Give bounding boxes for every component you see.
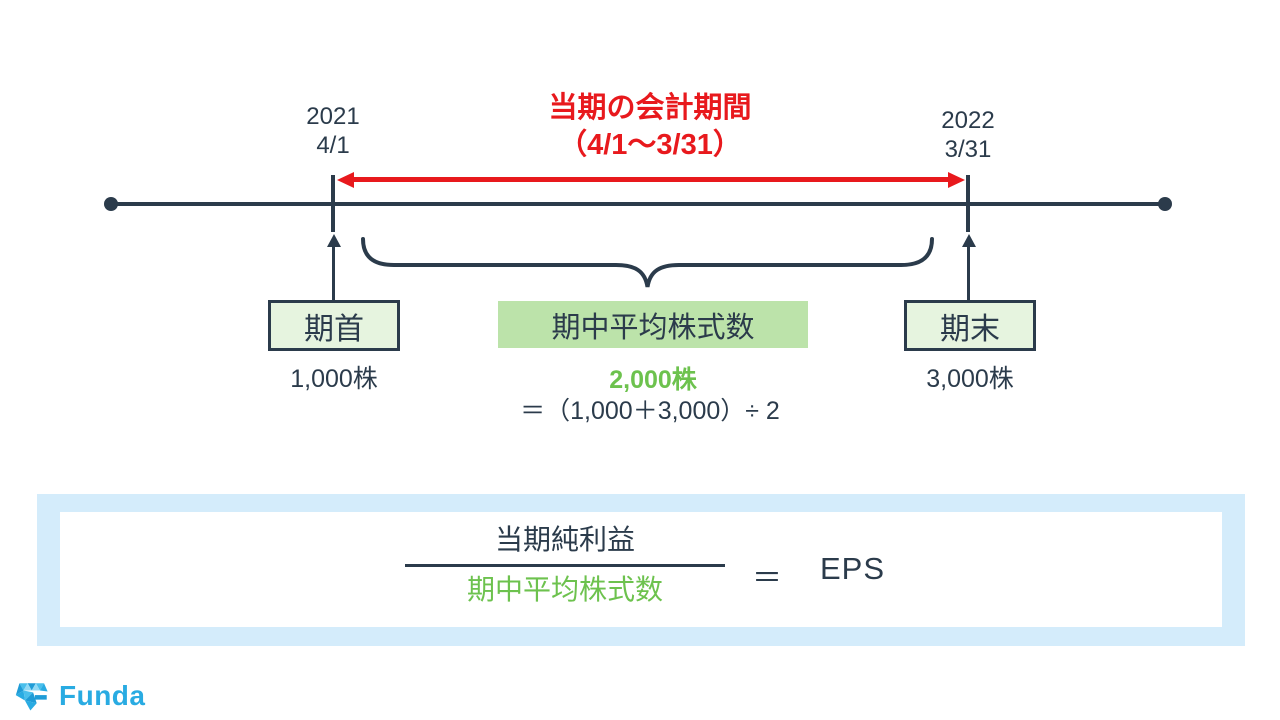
period-heading-line1: 当期の会計期間 (548, 92, 752, 124)
start-shares-value: 1,000株 (290, 365, 378, 393)
end-shares-value: 3,000株 (926, 365, 1014, 393)
period-heading: 当期の会計期間 （4/1～3/31） (470, 90, 830, 164)
timeline-start-label: 2021 4/1 (278, 102, 388, 160)
timeline-end-label: 2022 3/31 (913, 106, 1023, 164)
start-of-period-label: 期首 (304, 312, 364, 346)
end-date: 3/31 (944, 136, 992, 163)
eps-result-label: EPS (820, 551, 886, 586)
end-arrow-head-icon (961, 234, 976, 247)
period-arrow-line (352, 177, 950, 182)
average-shares-label: 期中平均株式数 (551, 311, 755, 344)
period-arrow-left-head-icon (337, 171, 354, 188)
average-shares-formula: ＝（1,000＋3,000）÷ 2 (520, 397, 780, 425)
eps-denominator: 期中平均株式数 (466, 574, 663, 605)
start-arrow-line (332, 246, 335, 300)
eps-fraction: 当期純利益 期中平均株式数 (405, 520, 725, 608)
eps-formula-inner-panel (60, 512, 1222, 627)
start-arrow-head-icon (326, 234, 341, 247)
period-arrow-right-head-icon (948, 171, 965, 188)
period-heading-line2: （4/1～3/31） (558, 129, 742, 161)
average-shares-value: 2,000株 (609, 366, 697, 394)
end-arrow-line (967, 246, 970, 300)
start-year: 2021 (306, 103, 360, 130)
brand-name: Funda (59, 680, 146, 711)
average-shares-box: 期中平均株式数 (498, 301, 808, 348)
eps-equals-sign: ＝ (752, 562, 782, 595)
start-of-period-box: 期首 (268, 300, 400, 351)
brand-logo: Funda (14, 676, 146, 716)
start-date: 4/1 (316, 132, 350, 159)
timeline-endpoint-dot-left (104, 197, 118, 211)
average-period-brace (361, 237, 934, 288)
timeline-endpoint-dot-right (1158, 197, 1172, 211)
end-of-period-label: 期末 (940, 312, 1000, 346)
timeline-tick-end (966, 175, 970, 232)
end-of-period-box: 期末 (904, 300, 1036, 351)
fraction-bar (405, 564, 725, 567)
timeline-line (110, 202, 1165, 206)
timeline-tick-start (331, 175, 335, 232)
eps-numerator: 当期純利益 (494, 524, 635, 555)
end-year: 2022 (941, 107, 995, 134)
funda-gem-icon (15, 683, 48, 711)
